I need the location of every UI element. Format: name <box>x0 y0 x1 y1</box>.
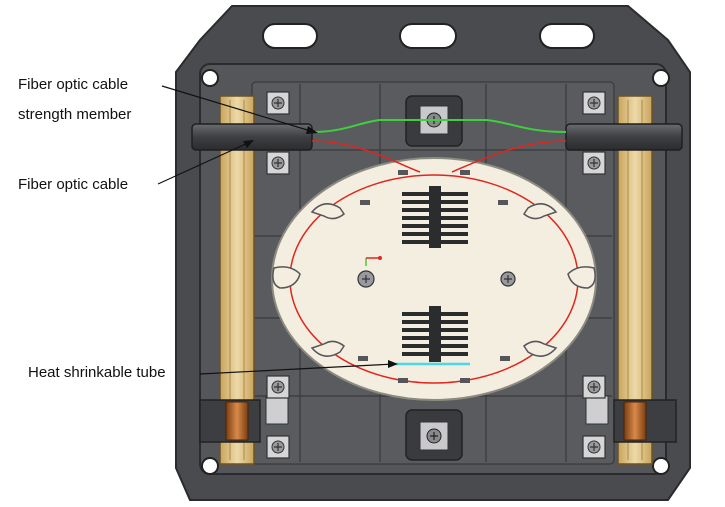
copper-grommet-right <box>623 401 647 441</box>
mounting-slot <box>399 23 457 49</box>
fiber-optic-cable-left <box>191 123 313 151</box>
fiber-red-right <box>451 140 567 173</box>
strength-member <box>311 119 567 133</box>
bottom-center-clamp <box>405 409 463 461</box>
leader-line-heat-tube <box>199 363 395 375</box>
mounting-hole <box>652 69 670 87</box>
splice-holder-bottom <box>402 306 468 362</box>
copper-grommet-left <box>225 401 249 441</box>
splice-tray <box>271 157 597 401</box>
splice-holder-top <box>402 186 468 248</box>
mounting-slot <box>262 23 318 49</box>
mounting-hole <box>201 457 219 475</box>
screw-posts <box>266 91 606 459</box>
mounting-hole <box>652 457 670 475</box>
leader-line-strength-member <box>161 85 315 133</box>
label-heat-shrinkable-tube: Heat shrinkable tube <box>28 364 166 381</box>
axis-marker <box>365 256 382 266</box>
tray-screw-right <box>500 271 516 287</box>
mounting-slot <box>539 23 595 49</box>
fiber-red-left <box>311 140 421 173</box>
leader-arrowhead <box>243 140 254 148</box>
leader-line-fiber-cable <box>157 141 251 185</box>
label-strength-member-line2: strength member <box>18 106 132 123</box>
mounting-hole <box>201 69 219 87</box>
label-fiber-optic-cable: Fiber optic cable <box>18 176 129 193</box>
leader-arrowhead <box>388 360 398 368</box>
label-strength-member-line1: Fiber optic cable <box>18 76 129 93</box>
cable-clamp <box>265 395 289 425</box>
fiber-optic-cable-right <box>565 123 683 151</box>
cable-clamp <box>585 395 609 425</box>
tray-screw-left <box>357 270 375 288</box>
tray-routing-guides <box>272 203 596 357</box>
leader-arrowhead <box>306 126 318 134</box>
